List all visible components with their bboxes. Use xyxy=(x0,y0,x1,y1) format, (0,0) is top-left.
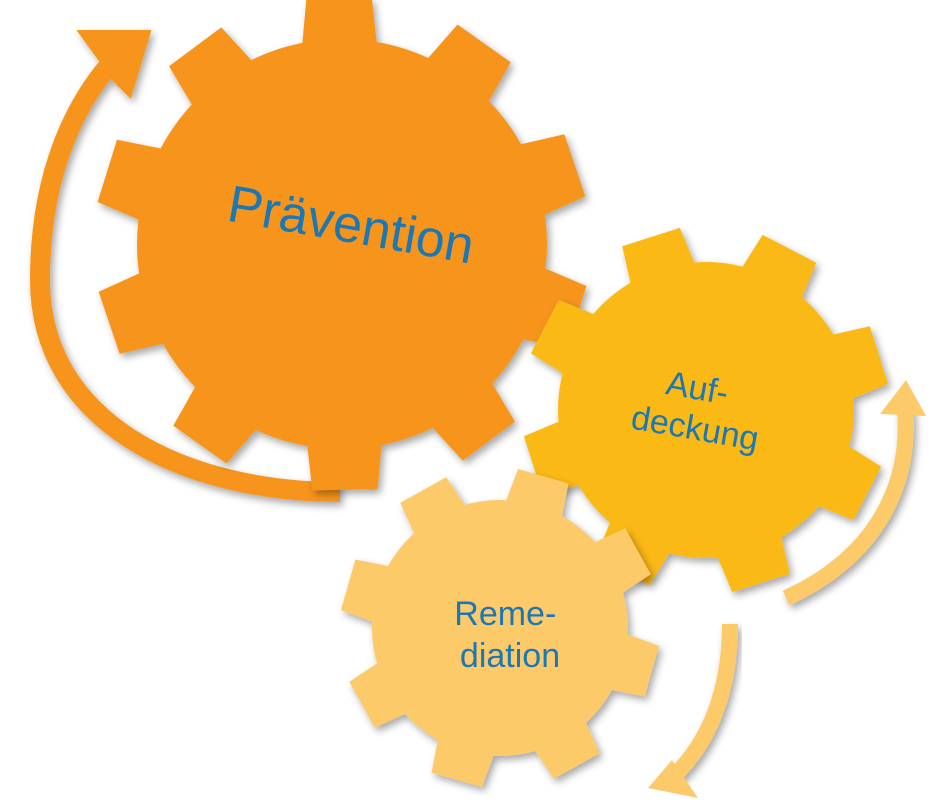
gear-aufdeckung: Auf- deckung xyxy=(523,227,889,593)
right-cycle-arrow xyxy=(782,399,914,606)
gear-shape-praevention xyxy=(97,0,587,491)
right-arrow-head xyxy=(880,380,926,416)
gear-shape-aufdeckung xyxy=(523,227,889,593)
gear-label-remediation: Reme- diation xyxy=(454,595,565,675)
gear-shape-remediation xyxy=(341,469,659,787)
large-arrow-head xyxy=(92,36,140,84)
gear-praevention: Prävention xyxy=(97,0,587,491)
down-arrow-head xyxy=(648,760,698,798)
down-cycle-arrow xyxy=(666,623,738,784)
gear-remediation: Reme- diation xyxy=(341,469,659,787)
large-cycle-arrow xyxy=(29,30,341,502)
